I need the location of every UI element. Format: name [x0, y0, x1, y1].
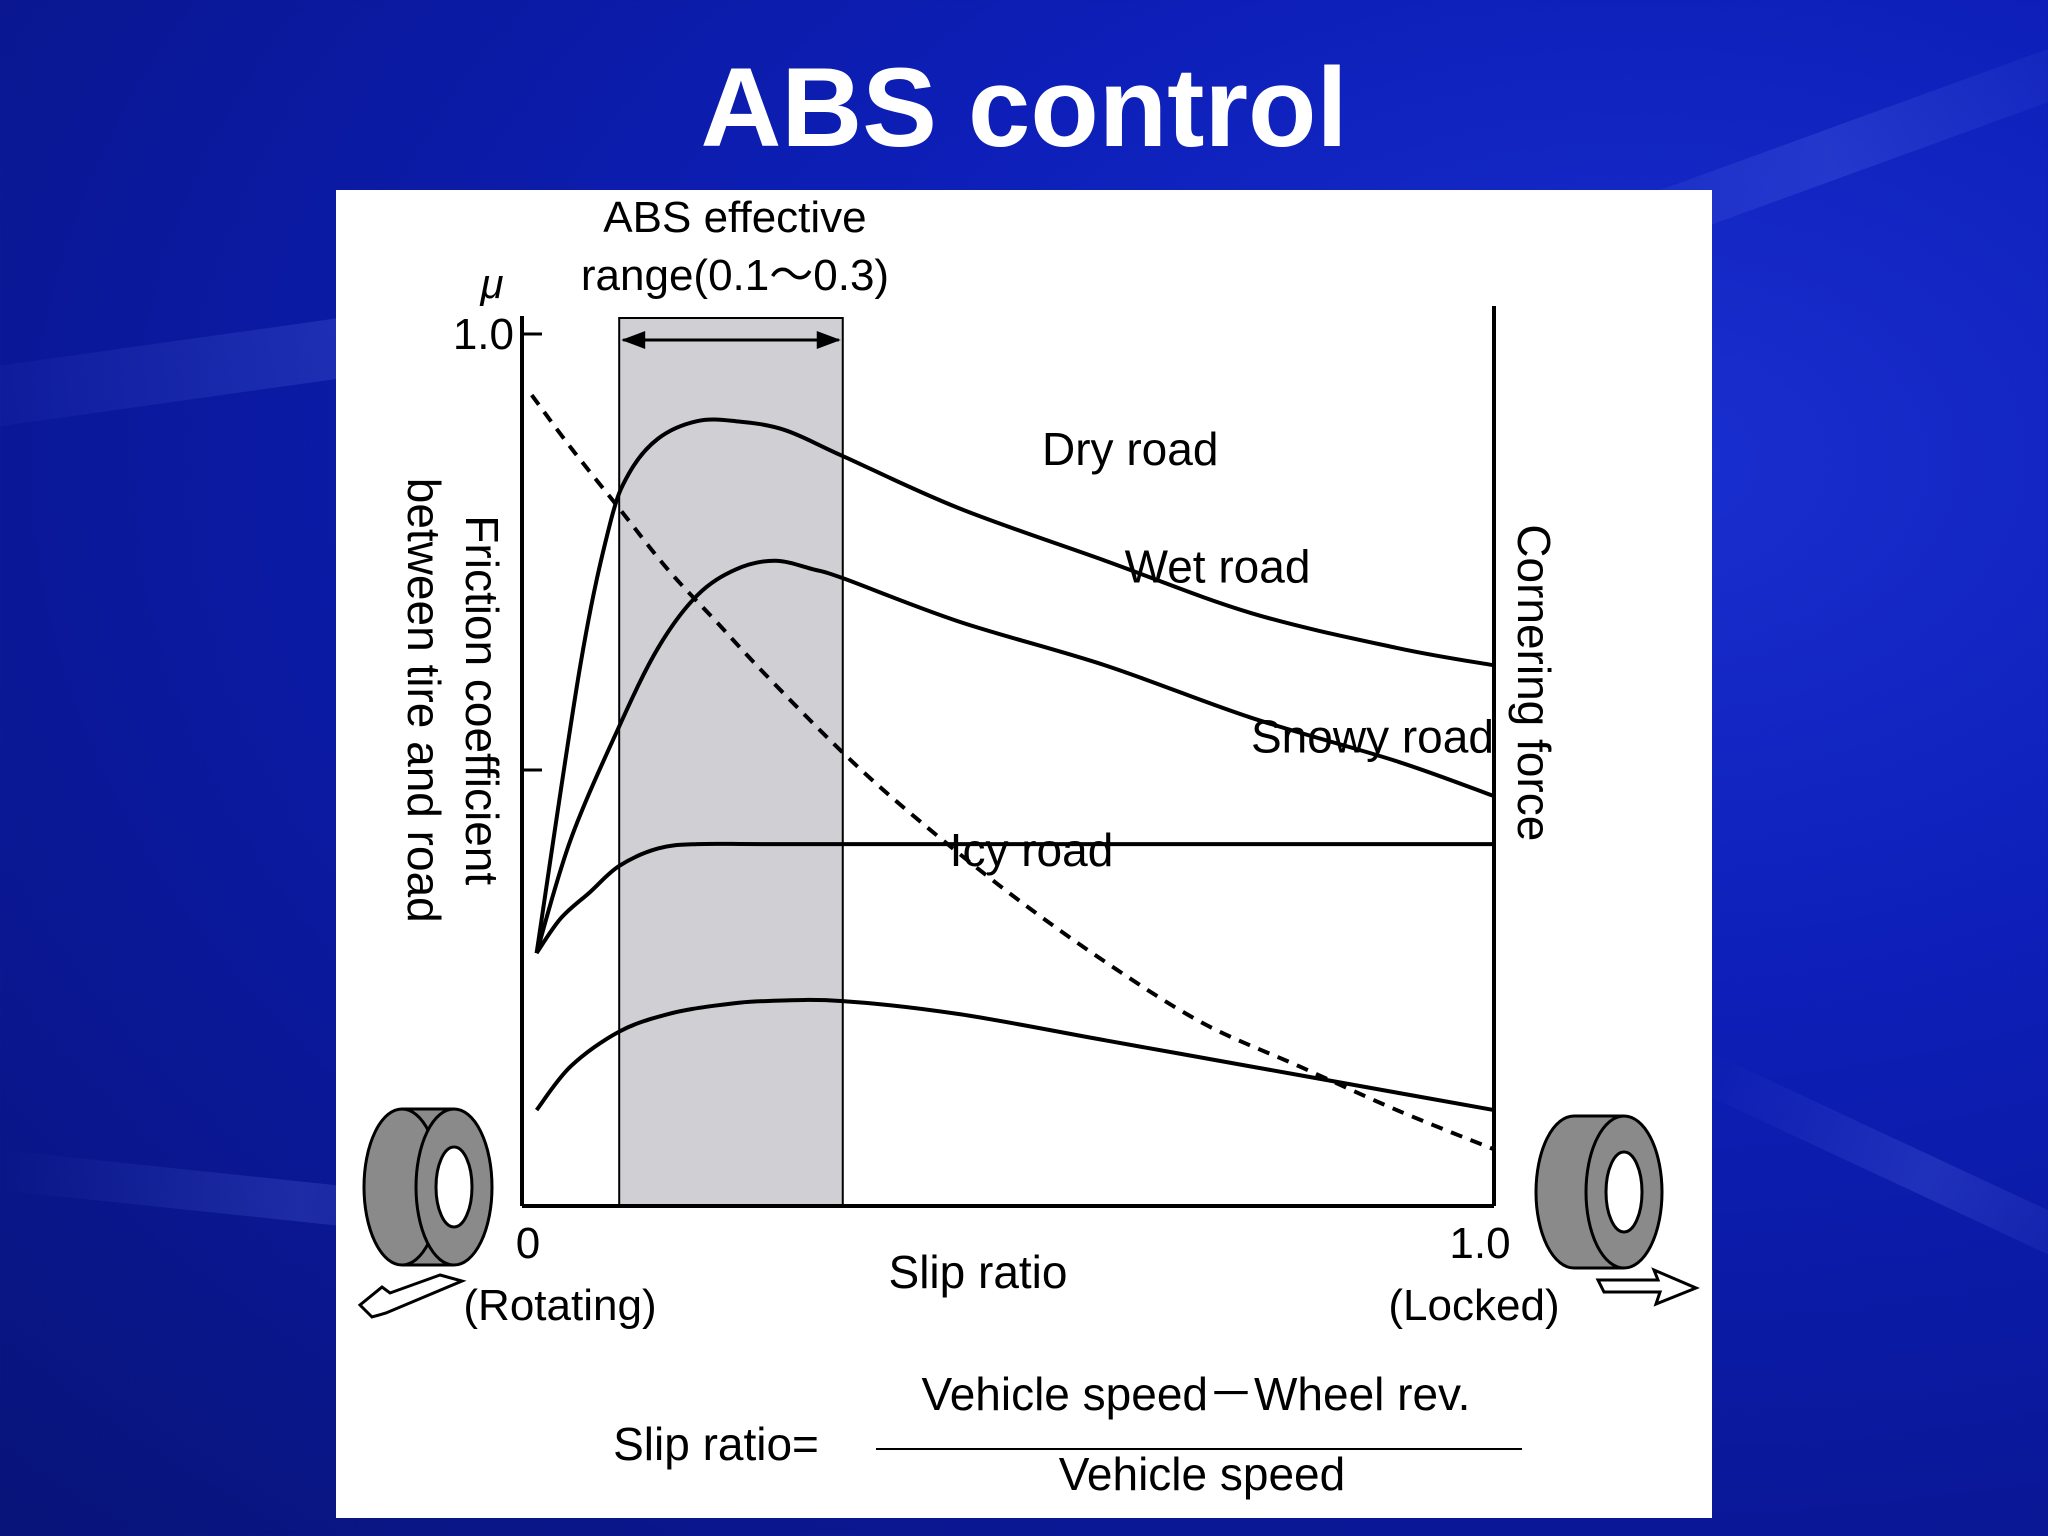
- friction-chart: ABS effective range(0.1～0.3) Dry roadWet…: [357, 193, 1700, 1500]
- dry-road-label: Dry road: [1042, 423, 1218, 475]
- x-tick-sublabel: (Locked): [1388, 1281, 1559, 1330]
- dry-road-series-line: [534, 417, 1495, 954]
- y-axis-label-line1: Friction coefficient: [456, 515, 508, 885]
- icy-road-label: Icy road: [950, 824, 1114, 876]
- abs-effective-range-shade: [618, 317, 844, 1207]
- wet-road-label: Wet road: [1125, 541, 1311, 593]
- cornering-force-dashed-line: [530, 393, 1495, 1152]
- x-tick-label: 1.0: [1449, 1219, 1510, 1268]
- rotating-tire-icon: [357, 1107, 494, 1319]
- x-tick-sublabel: (Rotating): [463, 1281, 656, 1330]
- icy-road-series-line: [534, 997, 1495, 1113]
- abs-range-label-line1: ABS effective: [603, 193, 866, 242]
- snowy-road-series-line: [534, 841, 1494, 955]
- x-axis-label: Slip ratio: [889, 1246, 1068, 1298]
- background-streak: [1691, 1051, 2048, 1300]
- snowy-road-label: Snowy road: [1251, 711, 1494, 763]
- formula-lhs: Slip ratio=: [613, 1418, 819, 1470]
- y-tick-label: 1.0: [453, 310, 514, 359]
- wet-road-series-line: [534, 558, 1495, 954]
- abs-range-arrow: [621, 331, 841, 349]
- formula-numerator: Vehicle speed－Wheel rev.: [922, 1368, 1471, 1420]
- locked-tire-icon: [1534, 1114, 1700, 1307]
- slide-title: ABS control: [700, 45, 1348, 170]
- y-axis-symbol: μ: [479, 260, 503, 307]
- right-axis-label: Cornering force: [1508, 524, 1560, 841]
- formula-denominator: Vehicle speed: [1059, 1448, 1345, 1500]
- abs-range-label-line2: range(0.1～0.3): [581, 251, 889, 300]
- x-tick-label: 0: [516, 1219, 540, 1268]
- y-axis-label-line2: between tire and road: [398, 478, 450, 923]
